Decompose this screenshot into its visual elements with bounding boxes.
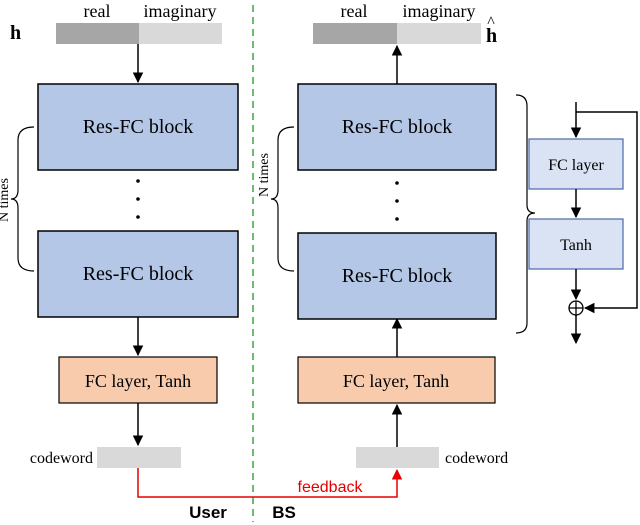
- enc-ellipsis-dot: [136, 215, 140, 219]
- feedback-link: [137, 468, 403, 498]
- dec-repeat-brace: [270, 126, 295, 272]
- dec-resfc-block-top-label: Res-FC block: [342, 116, 453, 138]
- enc-ellipsis-dot: [136, 197, 140, 201]
- enc-ellipsis-dot: [136, 179, 140, 183]
- dec-repeat-label: N times: [257, 153, 272, 197]
- dec-resfc-block-bottom-label: Res-FC block: [342, 265, 453, 287]
- enc-repeat-brace: [10, 126, 35, 272]
- detail-fc-label: FC layer: [548, 157, 604, 174]
- detail-fc-layer: [528, 138, 624, 190]
- dec-ellipsis-dot: [395, 181, 399, 185]
- input-imag-label: imaginary: [144, 1, 217, 21]
- output-h-label: h: [486, 25, 497, 47]
- output-imag-bar: [397, 23, 481, 44]
- enc-repeat-label: N times: [0, 178, 12, 222]
- input-imag-bar: [139, 23, 222, 44]
- dec-resfc-block-top: [297, 83, 497, 171]
- output-imag-label: imaginary: [403, 1, 476, 21]
- detail-sum-icon: [568, 300, 584, 316]
- user-label: User: [189, 503, 227, 522]
- output-real-label: real: [341, 1, 368, 21]
- detail-skip-connection: [576, 111, 638, 314]
- dec-resfc-block-bottom: [297, 232, 497, 320]
- input-h-label: h: [10, 22, 21, 44]
- enc-resfc-block-bottom-label: Res-FC block: [83, 263, 194, 285]
- bs-label: BS: [272, 503, 296, 522]
- dec-ellipsis-dot: [395, 217, 399, 221]
- enc-resfc-block-top: [37, 83, 239, 171]
- dec-fc-tanh-label: FC layer, Tanh: [343, 371, 449, 391]
- enc-codeword-bar: [97, 447, 181, 468]
- feedback-label: feedback: [298, 479, 364, 496]
- input-real-label: real: [84, 1, 111, 21]
- detail-brace: [515, 94, 536, 334]
- output-h-hat: ^: [487, 14, 495, 31]
- dec-codeword-label: codeword: [445, 450, 508, 467]
- input-real-bar: [56, 23, 139, 44]
- output-real-bar: [313, 23, 397, 44]
- enc-fc-tanh-label: FC layer, Tanh: [85, 371, 191, 391]
- enc-fc-tanh-layer: [58, 356, 218, 404]
- dec-ellipsis-dot: [395, 199, 399, 203]
- enc-codeword-label: codeword: [30, 450, 93, 467]
- enc-resfc-block-top-label: Res-FC block: [83, 116, 194, 138]
- dec-fc-tanh-layer: [297, 356, 496, 404]
- detail-tanh-label: Tanh: [560, 237, 592, 254]
- dec-codeword-bar: [356, 447, 439, 468]
